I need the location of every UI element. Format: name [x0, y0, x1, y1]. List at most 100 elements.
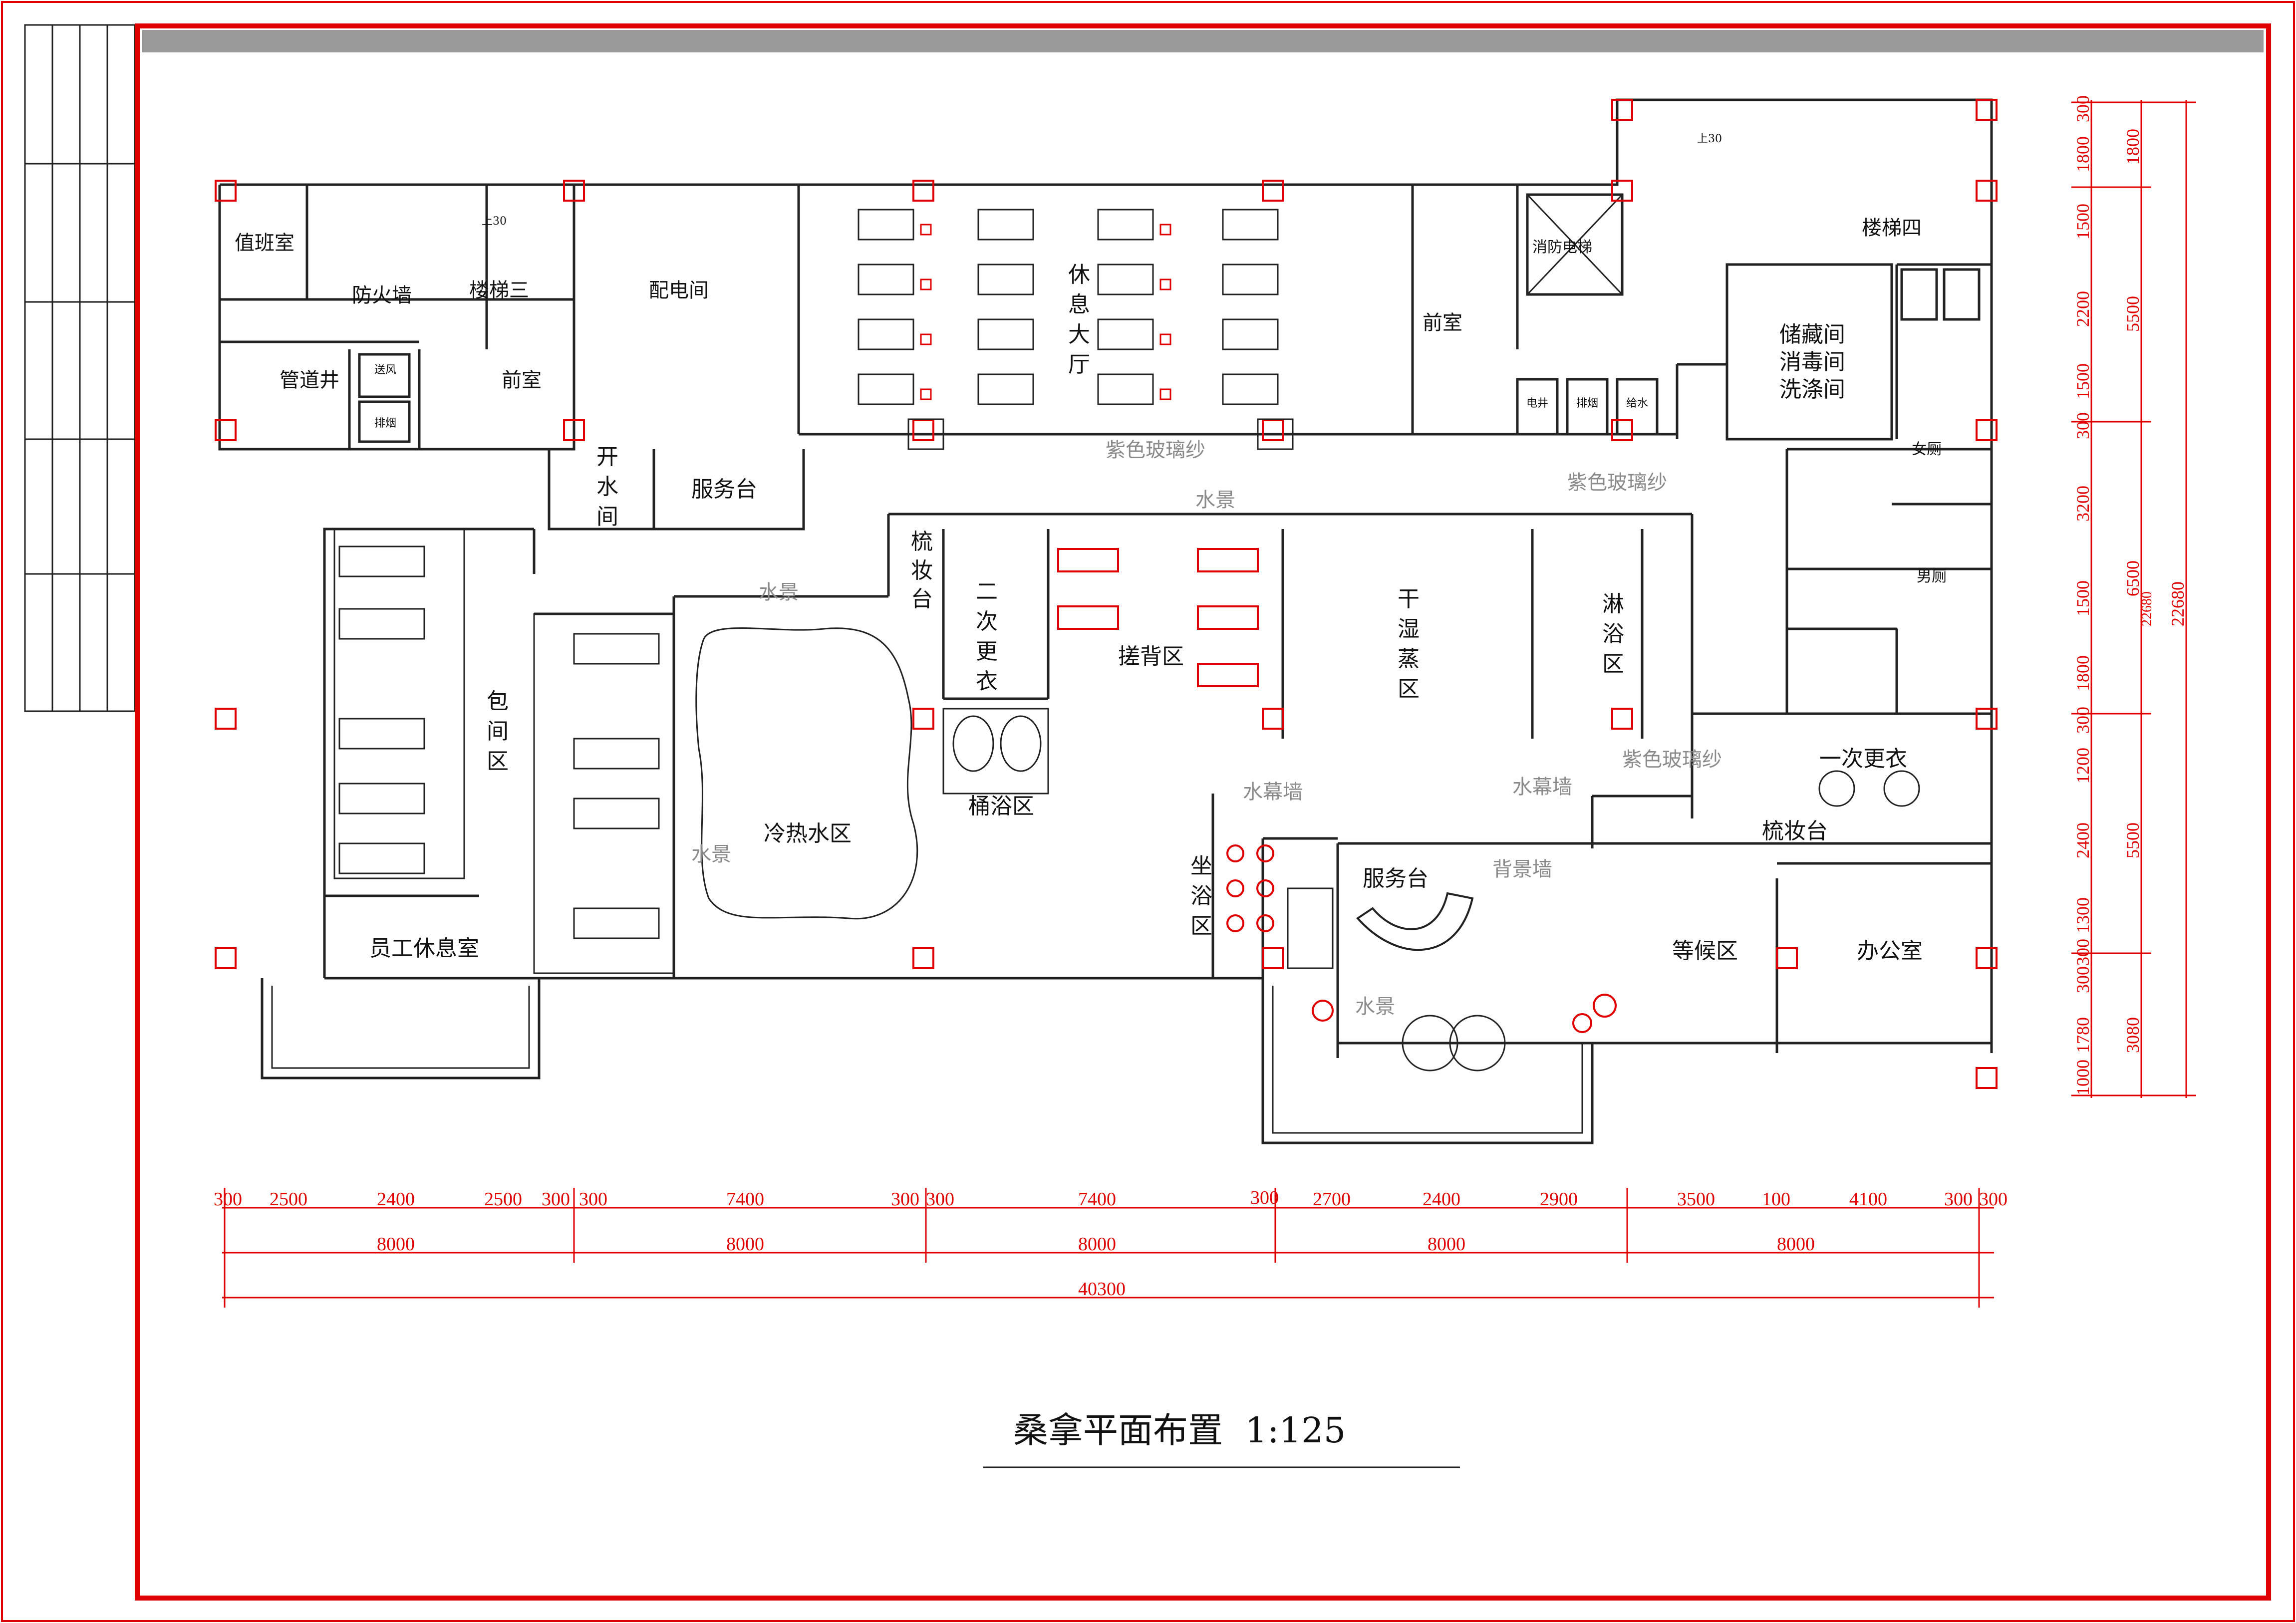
scrub-area-label: 搓背区 — [1118, 644, 1184, 669]
dim-b2-2: 8000 — [1078, 1234, 1116, 1255]
dim-r1-9: 300 — [2073, 707, 2093, 734]
feature-wall-label: 背景墙 — [1492, 858, 1552, 881]
private-rooms-label-3: 区 — [487, 749, 509, 774]
dim-r1-2: 1500 — [2073, 204, 2093, 240]
dim-bottom-total: 40300 — [1078, 1279, 1126, 1300]
second-change-label-1: 二 — [976, 579, 998, 604]
dim-b1-9: 7400 — [1078, 1189, 1116, 1210]
rest-hall-beds — [858, 209, 1294, 450]
private-rooms-label-2: 间 — [487, 719, 509, 744]
dim-r1-3: 2200 — [2073, 291, 2093, 327]
dim-r1-12: 1300 — [2073, 897, 2093, 933]
dim-b1-15: 100 — [1762, 1189, 1790, 1210]
private-rooms-label-1: 包 — [487, 689, 509, 714]
dim-r1-5: 300 — [2073, 412, 2093, 439]
storage-label-2: 消毒间 — [1779, 349, 1845, 375]
service-desk-counter — [1356, 892, 1474, 951]
dim-b1-13: 2900 — [1540, 1189, 1578, 1210]
dim-b1-5: 300 — [579, 1189, 607, 1210]
purple-gauze-low-label: 紫色玻璃纱 — [1622, 748, 1722, 771]
power-room-label: 配电间 — [649, 279, 709, 302]
sit-bath-label-3: 区 — [1190, 913, 1212, 939]
private-room-beds — [338, 545, 660, 939]
second-change-label-4: 衣 — [976, 669, 998, 694]
shower-label-1: 淋 — [1602, 591, 1624, 617]
dim-r1-0: 300 — [2073, 95, 2093, 122]
dim-right-total: 22680 — [2168, 581, 2188, 626]
anteroom-right-label: 前室 — [1423, 311, 1462, 334]
sauna-label-1: 干 — [1398, 586, 1420, 612]
dim-r2-3: 5500 — [2123, 822, 2143, 858]
dim-b1-11: 2700 — [1313, 1189, 1351, 1210]
rest-hall-label-2: 息 — [1068, 292, 1090, 317]
drawing-title: 桑拿平面布置 1:125 — [1013, 1410, 1346, 1451]
makeup-left-label-3: 台 — [911, 586, 933, 612]
rest-hall-label-4: 厅 — [1068, 352, 1090, 377]
rest-hall-label-3: 大 — [1068, 322, 1090, 347]
waterscape-top-label: 水景 — [1195, 489, 1235, 512]
service-desk-top-label: 服务台 — [691, 477, 757, 502]
first-change-label: 一次更衣 — [1819, 746, 1907, 772]
stair-up-left-label: 上30 — [482, 215, 507, 228]
sauna-label-2: 湿 — [1398, 616, 1420, 642]
sauna-label-3: 蒸 — [1398, 646, 1420, 672]
dim-b1-4: 300 — [542, 1189, 570, 1210]
dim-r1-16: 1000 — [2073, 1060, 2093, 1095]
stair4-label: 楼梯四 — [1862, 217, 1922, 240]
dim-b1-18: 300 — [1979, 1189, 2008, 1210]
dim-r1-4: 1500 — [2073, 363, 2093, 399]
fire-wall-label: 防火墙 — [352, 284, 412, 307]
makeup-left-label-2: 妆 — [911, 558, 933, 583]
anteroom-left-label: 前室 — [502, 369, 542, 392]
boiling-room-label-3: 间 — [596, 504, 618, 530]
elec-shaft-label: 电井 — [1526, 397, 1548, 410]
dim-b1-12: 2400 — [1423, 1189, 1460, 1210]
dim-b1-8: 300 — [926, 1189, 954, 1210]
waterscape-bottom-label: 水景 — [1355, 995, 1395, 1018]
columns — [215, 99, 1998, 1089]
pool-outline — [695, 627, 918, 920]
purple-gauze-top-label: 紫色玻璃纱 — [1106, 439, 1205, 462]
dims-right-col2: 1800 5500 6500 5500 3080 — [2123, 129, 2143, 1053]
dim-b1-2: 2400 — [377, 1189, 415, 1210]
rest-hall-label-1: 休 — [1068, 262, 1090, 287]
dim-r1-8: 1800 — [2073, 655, 2093, 691]
dim-b1-10: 300 — [1250, 1187, 1279, 1208]
dim-b2-4: 8000 — [1777, 1234, 1815, 1255]
stair-up-right-label: 上30 — [1697, 133, 1722, 145]
makeup-left-label-1: 梳 — [911, 529, 933, 554]
entrance-door — [1402, 1015, 1506, 1072]
dim-r1-15: 1780 — [2073, 1017, 2093, 1053]
dims-bottom-row1: 300 2500 2400 2500 300 300 7400 300 300 … — [214, 1187, 2008, 1210]
dim-b1-7: 300 — [891, 1189, 919, 1210]
fire-elevator-label: 消防电梯 — [1532, 239, 1592, 256]
dim-b2-3: 8000 — [1428, 1234, 1465, 1255]
duty-room-label: 值班室 — [235, 232, 294, 255]
smoke-exhaust-label: 排烟 — [374, 417, 396, 430]
purple-gauze-mid-label: 紫色玻璃纱 — [1567, 471, 1667, 494]
stair3-label: 楼梯三 — [469, 279, 529, 302]
mens-wc-label: 男厕 — [1917, 568, 1947, 585]
barrel-tubs — [942, 708, 1049, 795]
air-supply-label: 送风 — [374, 364, 396, 376]
pipe-shaft-label: 管道井 — [280, 369, 339, 392]
barrel-bath-label: 桶浴区 — [968, 794, 1034, 819]
dim-b2-0: 8000 — [377, 1234, 415, 1255]
water-curtain-2-label: 水幕墙 — [1512, 776, 1572, 799]
dim-b1-6: 7400 — [726, 1189, 764, 1210]
dim-r1-14: 300 — [2073, 966, 2093, 993]
water-supply-label: 给水 — [1626, 397, 1648, 410]
dim-b1-0: 300 — [214, 1189, 242, 1210]
water-curtain-1-label: 水幕墙 — [1243, 781, 1303, 804]
boiling-room-label-2: 水 — [596, 474, 618, 500]
rest-hall-tables — [920, 224, 1171, 400]
sit-bath-label-2: 浴 — [1190, 883, 1212, 909]
dim-r1-13: 300 — [2073, 939, 2093, 966]
dim-r2-0: 1800 — [2123, 129, 2143, 165]
smoke-exhaust-r-label: 排烟 — [1576, 397, 1598, 410]
sit-bath-stools — [1226, 844, 1617, 1033]
dim-b1-3: 2500 — [484, 1189, 522, 1210]
second-change-label-3: 更 — [976, 639, 998, 664]
